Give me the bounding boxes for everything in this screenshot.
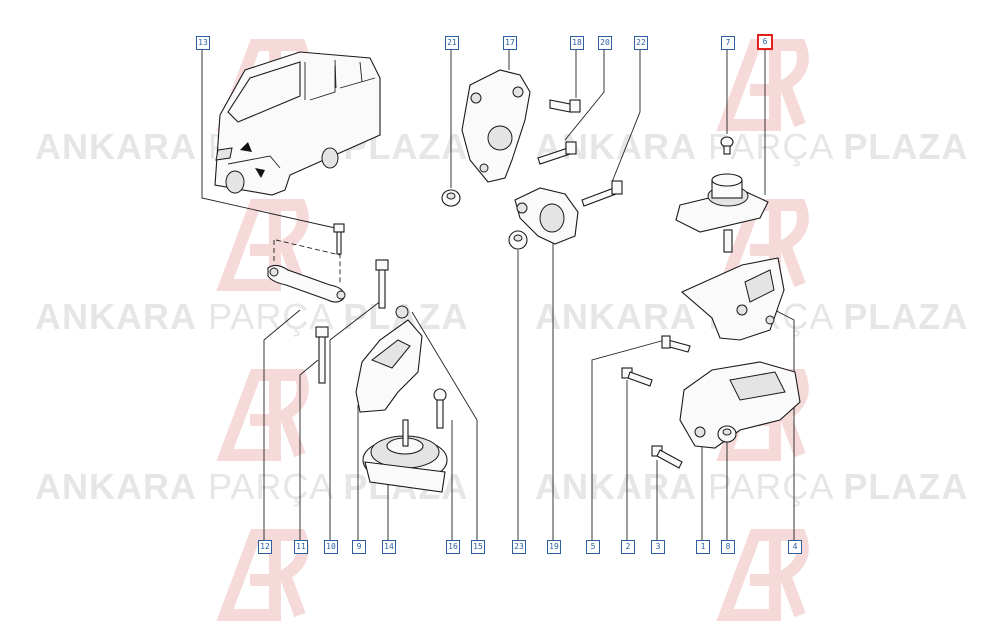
- engine-mount-14: [362, 419, 448, 493]
- exploded-view-drawing: [201, 48, 801, 540]
- callout-6-highlighted: 6: [757, 34, 773, 50]
- callout-4: 4: [788, 540, 802, 554]
- callout-11: 11: [294, 540, 308, 554]
- callout-9: 9: [352, 540, 366, 554]
- torque-rod-12: [267, 239, 346, 303]
- bolt-20: [537, 141, 577, 165]
- bracket-9: [355, 305, 423, 413]
- nut-8: [717, 425, 737, 443]
- callout-13: 13: [196, 36, 210, 50]
- bracket-17: [461, 69, 531, 183]
- callout-12: 12: [258, 540, 272, 554]
- engine-mount-19: [514, 187, 579, 245]
- nut-7: [720, 136, 734, 155]
- callout-15: 15: [471, 540, 485, 554]
- bolt-22: [581, 180, 623, 207]
- bolt-2: [621, 367, 653, 387]
- callout-10: 10: [324, 540, 338, 554]
- bracket-1: [679, 361, 801, 449]
- callout-5: 5: [586, 540, 600, 554]
- parts-diagram: ANKARA PARÇA PLAZA ANKARA PARÇA PLAZA AN…: [35, 34, 969, 621]
- watermark-logo-icon: [216, 199, 309, 291]
- engine-mount-6: [675, 173, 769, 253]
- bolt-13: [333, 223, 345, 255]
- bolt-10: [375, 259, 389, 309]
- nut-23: [508, 230, 528, 250]
- callout-16: 16: [446, 540, 460, 554]
- callout-2: 2: [621, 540, 635, 554]
- callout-14: 14: [382, 540, 396, 554]
- bolt-18: [549, 99, 581, 113]
- callout-8: 8: [721, 540, 735, 554]
- bolt-3: [651, 445, 683, 469]
- callout-3: 3: [651, 540, 665, 554]
- callout-23: 23: [512, 540, 526, 554]
- bracket-4: [680, 257, 785, 341]
- callout-1: 1: [696, 540, 710, 554]
- callout-7: 7: [721, 36, 735, 50]
- callout-20: 20: [598, 36, 612, 50]
- bolt-5: [661, 335, 691, 353]
- watermark-text: ANKARA PARÇA PLAZA: [535, 466, 969, 507]
- callout-18: 18: [570, 36, 584, 50]
- nut-21: [441, 189, 461, 207]
- callout-19: 19: [547, 540, 561, 554]
- bolt-16: [433, 388, 447, 429]
- van-illustration: [214, 51, 381, 196]
- watermark-logo-icon: [716, 39, 809, 131]
- bolt-11: [315, 326, 329, 384]
- watermark-text: ANKARA PARÇA PLAZA: [35, 466, 467, 507]
- callout-21: 21: [445, 36, 459, 50]
- leader-lines: [201, 48, 795, 540]
- callout-17: 17: [503, 36, 517, 50]
- callout-22: 22: [634, 36, 648, 50]
